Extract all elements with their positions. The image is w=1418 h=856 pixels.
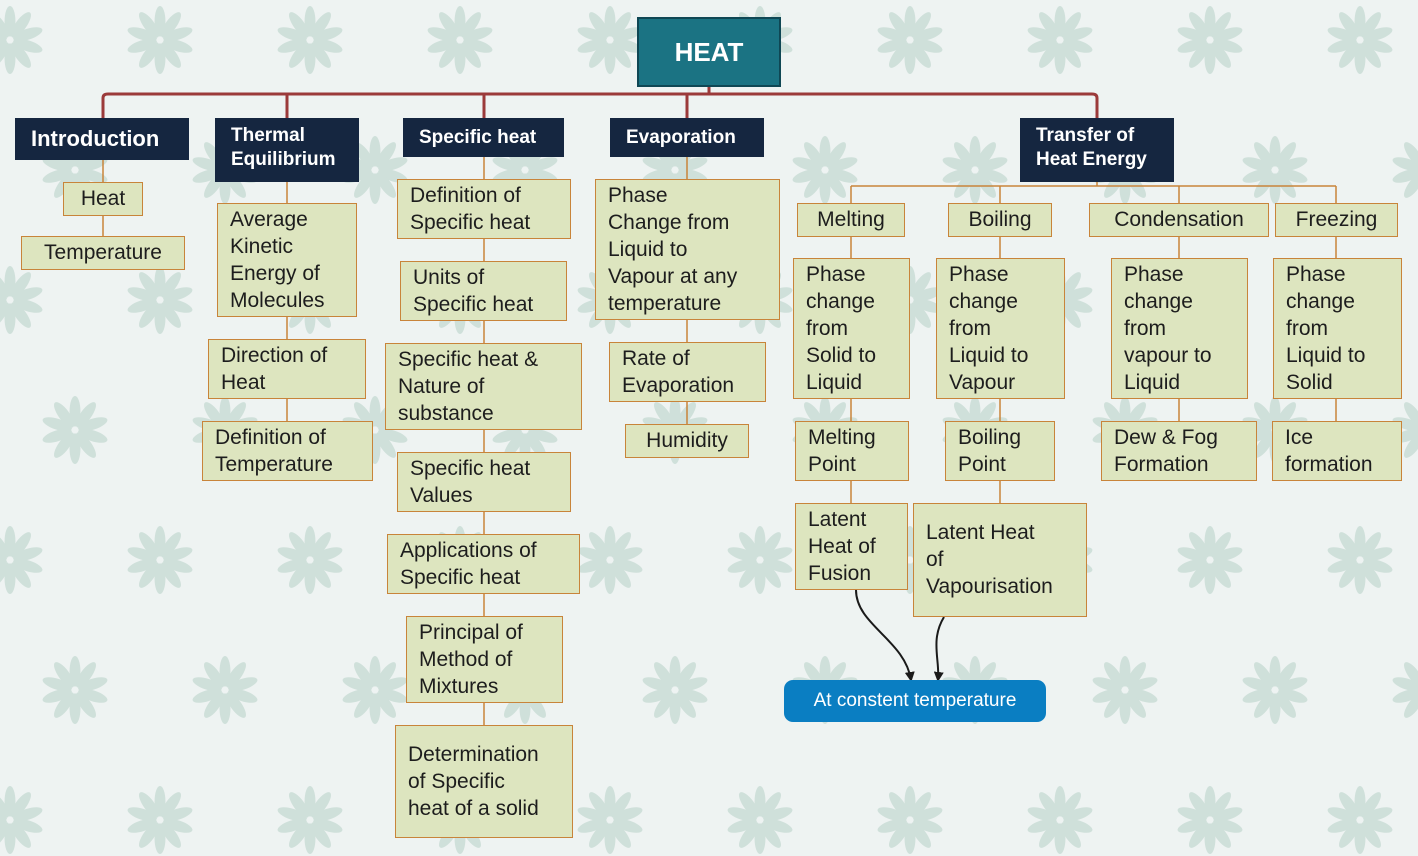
node-definition-of-specific-heat[interactable]: Definition of Specific heat: [397, 179, 571, 239]
category-specific-heat[interactable]: Specific heat: [403, 118, 564, 157]
node-phase-change-liquid-solid[interactable]: Phase change from Liquid to Solid: [1273, 258, 1402, 399]
node-average-kinetic-energy[interactable]: Average Kinetic Energy of Molecules: [217, 203, 357, 317]
category-evaporation[interactable]: Evaporation: [610, 118, 764, 157]
node-direction-of-heat[interactable]: Direction of Heat: [208, 339, 366, 399]
node-ice-formation[interactable]: Ice formation: [1272, 421, 1402, 481]
node-specific-heat-values[interactable]: Specific heat Values: [397, 452, 571, 512]
node-phase-change-liquid-vapour[interactable]: Phase change from Liquid to Vapour: [936, 258, 1065, 399]
node-specific-heat-nature[interactable]: Specific heat & Nature of substance: [385, 343, 582, 430]
root-node-heat[interactable]: HEAT: [637, 17, 781, 87]
node-phase-change-solid-liquid[interactable]: Phase change from Solid to Liquid: [793, 258, 910, 399]
node-melting[interactable]: Melting: [797, 203, 905, 237]
category-transfer-of-heat-energy[interactable]: Transfer of Heat Energy: [1020, 118, 1174, 182]
node-phase-change-vapour-liquid[interactable]: Phase change from vapour to Liquid: [1111, 258, 1248, 399]
node-latent-heat-of-fusion[interactable]: Latent Heat of Fusion: [795, 503, 908, 590]
node-latent-heat-of-vapourisation[interactable]: Latent Heat of Vapourisation: [913, 503, 1087, 617]
node-boiling[interactable]: Boiling: [948, 203, 1052, 237]
node-humidity[interactable]: Humidity: [625, 424, 749, 458]
category-thermal-equilibrium[interactable]: Thermal Equilibrium: [215, 118, 359, 182]
node-phase-change-liquid-vapour-any-temp[interactable]: Phase Change from Liquid to Vapour at an…: [595, 179, 780, 320]
callout-at-constant-temperature[interactable]: At constent temperature: [784, 680, 1046, 722]
node-condensation[interactable]: Condensation: [1089, 203, 1269, 237]
node-determination-of-specific-heat[interactable]: Determination of Specific heat of a soli…: [395, 725, 573, 838]
node-method-of-mixtures[interactable]: Principal of Method of Mixtures: [406, 616, 563, 703]
node-definition-of-temperature[interactable]: Definition of Temperature: [202, 421, 373, 481]
node-temperature[interactable]: Temperature: [21, 236, 185, 270]
node-applications-of-specific-heat[interactable]: Applications of Specific heat: [387, 534, 580, 594]
node-units-of-specific-heat[interactable]: Units of Specific heat: [400, 261, 567, 321]
node-melting-point[interactable]: Melting Point: [795, 421, 909, 481]
node-boiling-point[interactable]: Boiling Point: [945, 421, 1055, 481]
node-freezing[interactable]: Freezing: [1275, 203, 1398, 237]
node-heat[interactable]: Heat: [63, 182, 143, 216]
category-introduction[interactable]: Introduction: [15, 118, 189, 160]
node-dew-fog-formation[interactable]: Dew & Fog Formation: [1101, 421, 1257, 481]
node-rate-of-evaporation[interactable]: Rate of Evaporation: [609, 342, 766, 402]
